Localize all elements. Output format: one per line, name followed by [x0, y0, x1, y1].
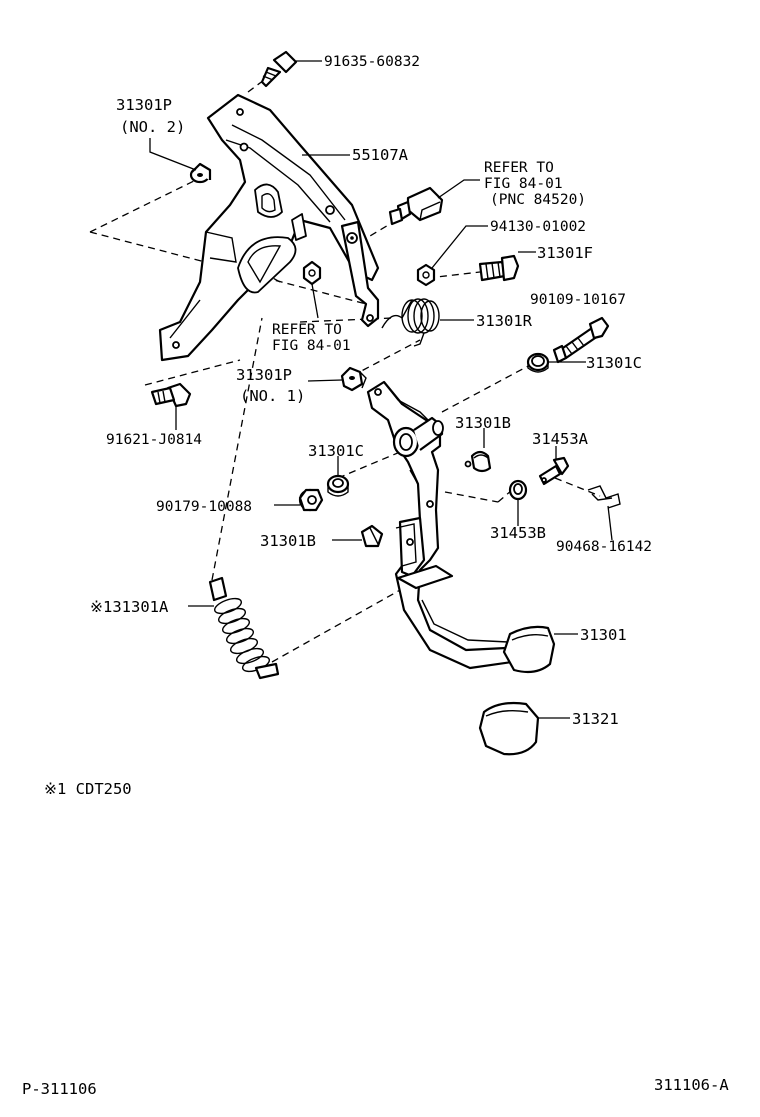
clip-pin [587, 485, 621, 509]
label-refer-b-2: FIG 84-01 [272, 338, 351, 354]
label-clip-b: 31453B [490, 524, 546, 542]
label-spring-a: ※131301A [90, 598, 169, 616]
spring-a [208, 576, 280, 680]
label-washer-nut: 90179-10088 [156, 499, 252, 515]
bracket-nut [302, 260, 322, 286]
pedal-pad-loose [478, 701, 540, 756]
pin-a [538, 456, 570, 486]
label-bolt-f: 31301F [537, 244, 593, 262]
label-p-no1: 31301P [236, 366, 292, 384]
stop-light-switch [388, 186, 444, 226]
footnote: ※1 CDT250 [44, 780, 132, 798]
label-bushing-c-right: 31301C [586, 354, 642, 372]
pedal-arm [366, 380, 514, 670]
label-refer-a-2: FIG 84-01 [484, 176, 563, 192]
pedal-pad-mounted [502, 625, 556, 674]
label-pin-a: 31453A [532, 430, 589, 448]
label-bushing-c-left: 31301C [308, 442, 364, 460]
figure-id: 311106-A [654, 1076, 729, 1094]
bolt-f [478, 254, 520, 282]
cushion-b-upper [470, 450, 492, 473]
label-clip-pin: 90468-16142 [556, 539, 652, 555]
nut [416, 263, 436, 287]
label-bolt-left: 91621-J0814 [106, 432, 202, 448]
bushing-p-no2 [189, 162, 212, 184]
label-cushion-b-upper: 31301B [455, 414, 511, 432]
label-nut: 94130-01002 [490, 219, 586, 235]
label-p-no2-note: (NO. 2) [120, 118, 185, 136]
washer-nut [298, 488, 324, 512]
pedal-bracket [158, 93, 380, 362]
clip-b [508, 479, 528, 501]
bushing-c-right [526, 352, 550, 373]
label-p-no2: 31301P [116, 96, 172, 114]
label-bolt-top: 91635-60832 [324, 54, 420, 70]
label-pedal: 31301 [580, 626, 627, 644]
bolt-top [260, 50, 298, 88]
bolt-long [552, 316, 610, 364]
part-labels: 91635-60832 31301P (NO. 2) 55107A REFER … [90, 54, 652, 728]
label-refer-a-3: (PNC 84520) [490, 192, 586, 208]
cushion-b-lower [360, 524, 384, 548]
bushing-c-left [326, 474, 350, 497]
label-refer-a-1: REFER TO [484, 160, 554, 176]
return-spring [381, 298, 440, 347]
leader-lines [149, 60, 613, 719]
label-p-no1-note: (NO. 1) [240, 387, 305, 405]
label-refer-b-1: REFER TO [272, 322, 342, 338]
label-spring-r: 31301R [476, 312, 533, 330]
bushing-p-no1 [340, 366, 367, 392]
label-cushion-b-lower: 31301B [260, 532, 316, 550]
label-bolt-long: 90109-10167 [530, 292, 626, 308]
label-pad: 31321 [572, 710, 619, 728]
bolt-left [150, 382, 192, 408]
footer: ※1 CDT250 P-311106 311106-A [22, 780, 729, 1098]
label-bracket: 55107A [352, 146, 409, 164]
page-id: P-311106 [22, 1080, 97, 1098]
